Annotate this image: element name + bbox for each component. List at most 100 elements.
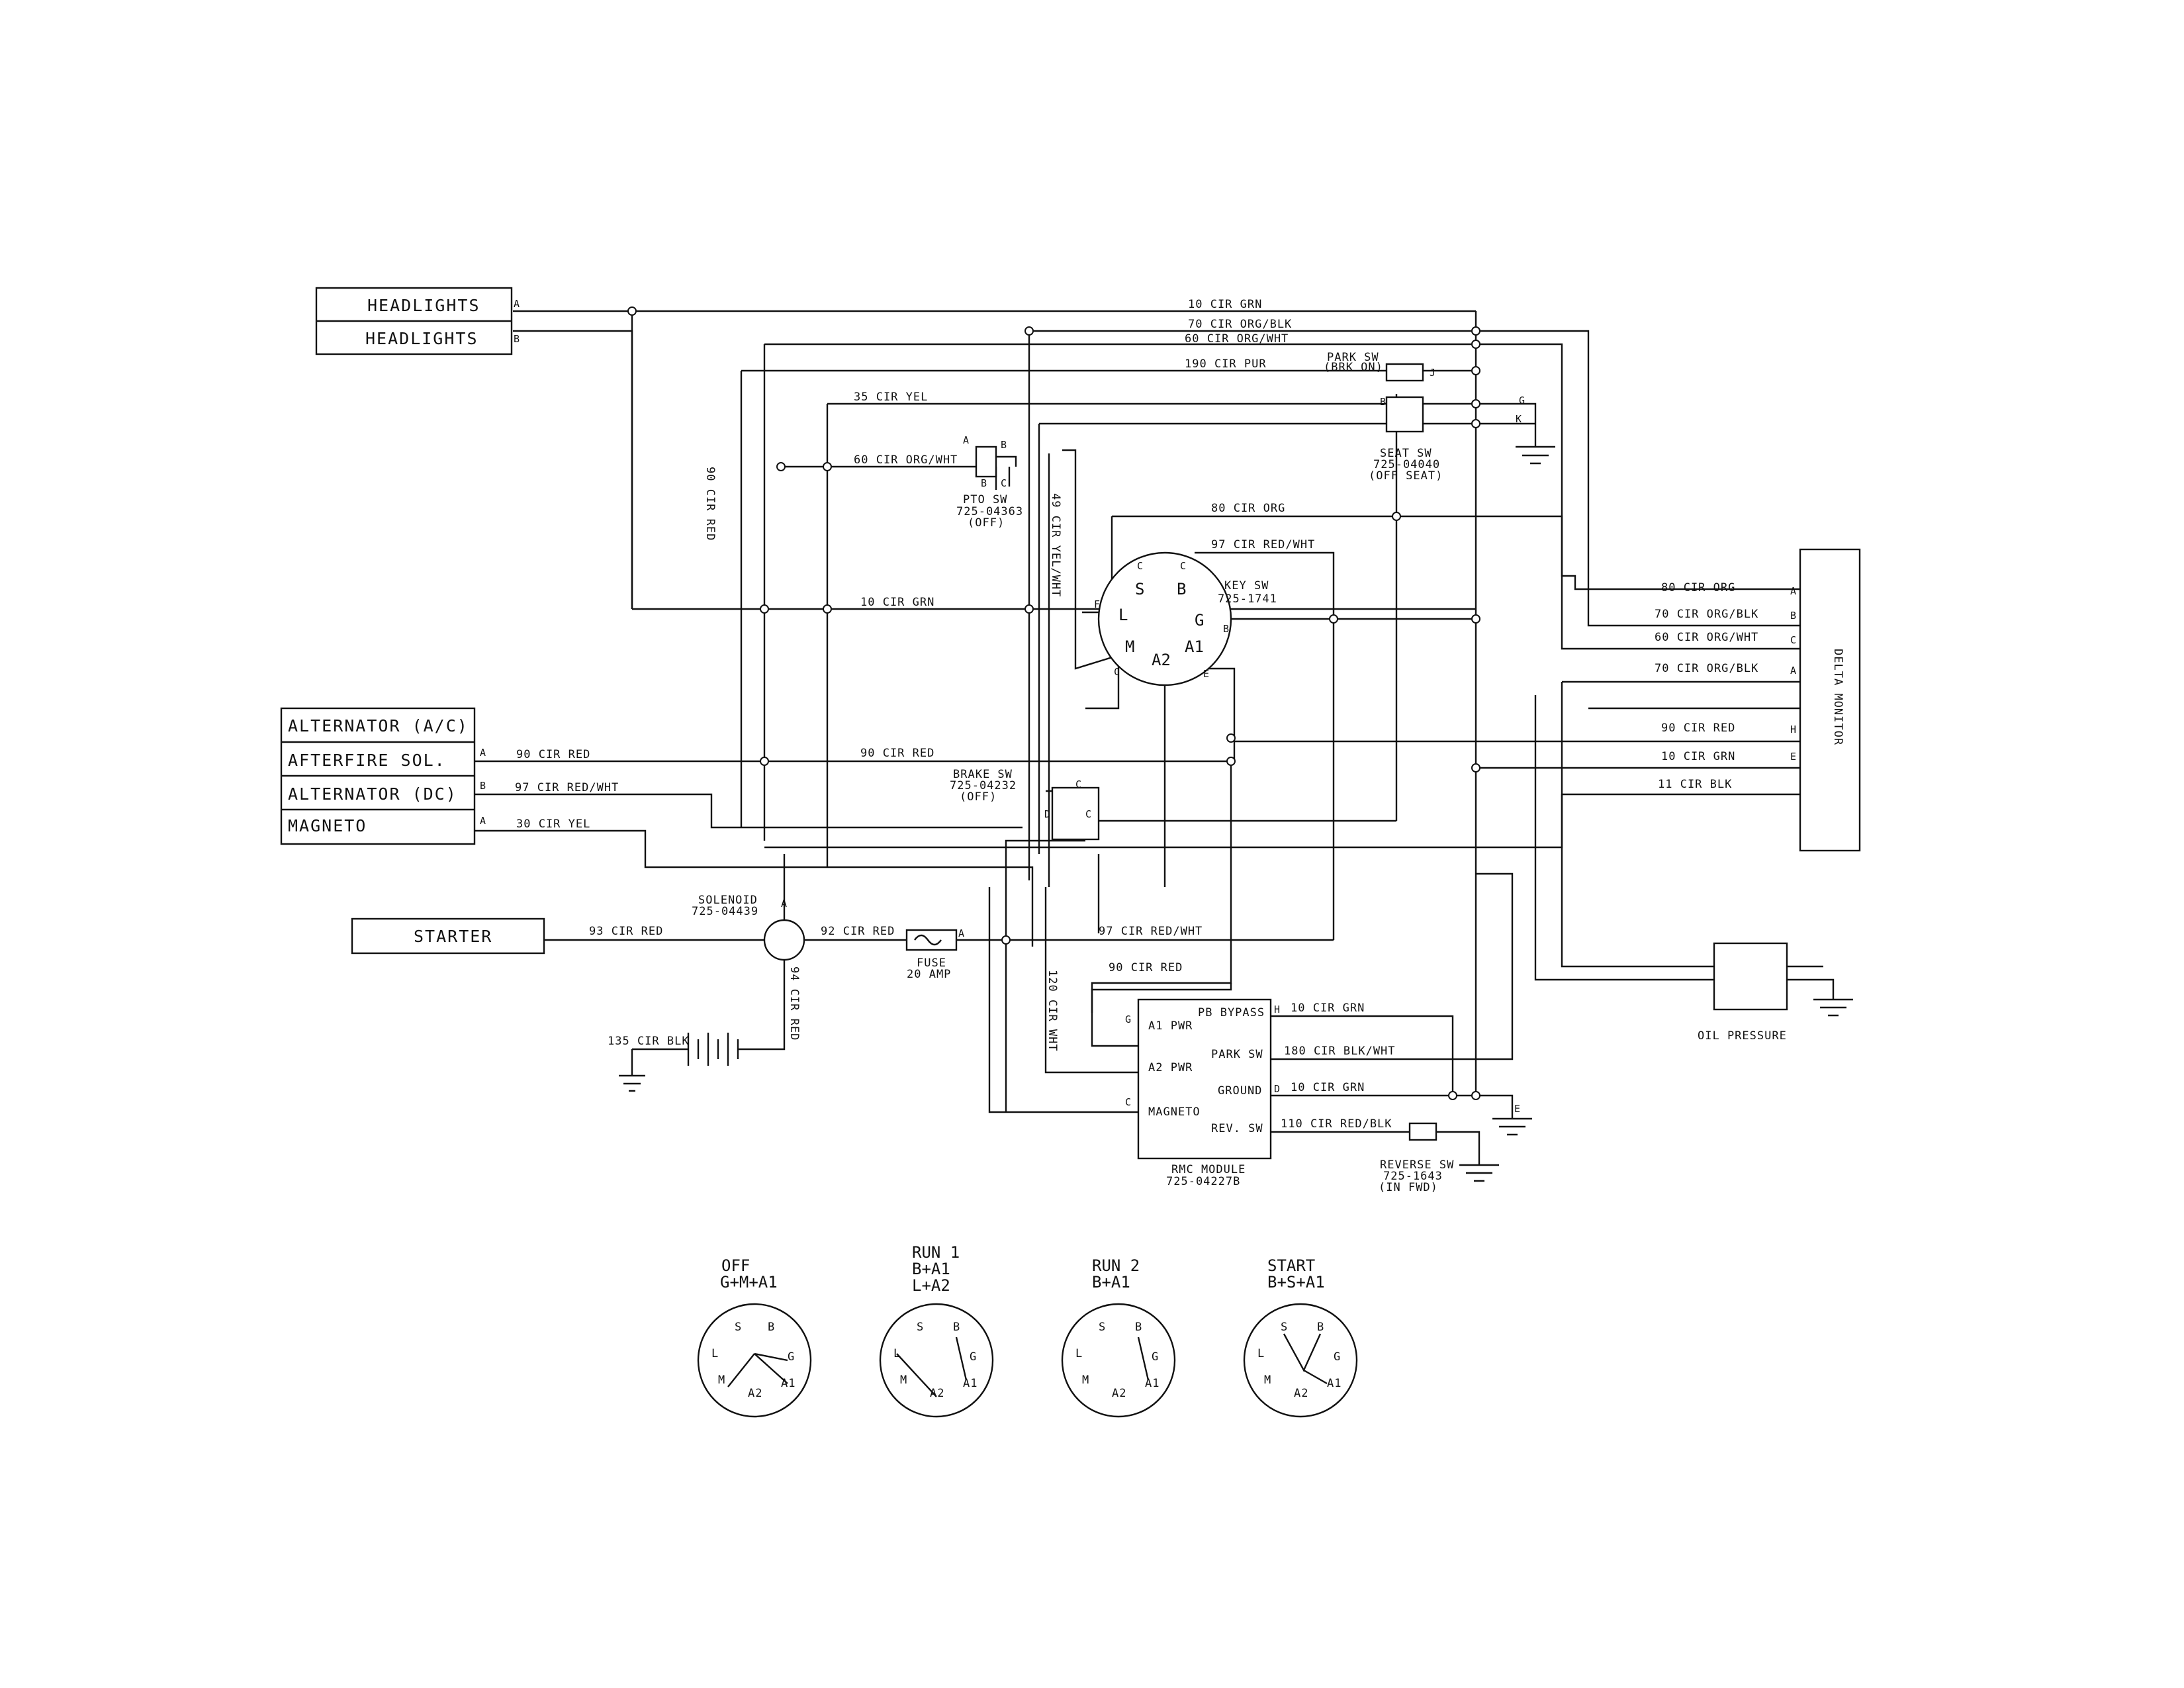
afterfire-label: AFTERFIRE SOL. [288,751,446,770]
pto-switch: A B B C PTO SW 725-04363 (OFF) [956,434,1023,530]
svg-text:A2: A2 [748,1387,762,1400]
svg-text:L+A2: L+A2 [912,1276,950,1295]
svg-text:C: C [1075,778,1081,790]
svg-text:A1: A1 [1185,637,1204,656]
svg-text:A: A [963,434,969,446]
svg-text:G: G [1152,1350,1159,1364]
rmc-module: A1 PWR A2 PWR MAGNETO PB BYPASS PARK SW … [1125,998,1520,1188]
svg-text:725-04439: 725-04439 [692,905,758,918]
svg-text:PARK SW: PARK SW [1327,351,1379,364]
svg-text:(OFF): (OFF) [968,516,1005,530]
fuse: A FUSE 20 AMP [905,927,964,981]
delta-monitor-box: DELTA MONITOR A B C A H E [1790,548,1861,852]
alternator-ac-label: ALTERNATOR (A/C) [288,716,469,735]
svg-text:120 CIR WHT: 120 CIR WHT [1046,970,1059,1052]
svg-text:G+M+A1: G+M+A1 [720,1273,778,1291]
svg-text:FUSE: FUSE [917,957,946,970]
magneto-label: MAGNETO [288,816,367,835]
svg-text:92 CIR RED: 92 CIR RED [821,925,895,938]
svg-text:PTO SW: PTO SW [963,493,1007,506]
svg-text:RMC MODULE: RMC MODULE [1171,1163,1246,1176]
svg-text:20 AMP: 20 AMP [907,968,951,981]
svg-text:10 CIR GRN: 10 CIR GRN [1291,1081,1365,1094]
svg-text:70 CIR ORG/BLK: 70 CIR ORG/BLK [1655,608,1758,621]
svg-text:10 CIR GRN: 10 CIR GRN [860,596,934,609]
svg-text:10 CIR GRN: 10 CIR GRN [1188,298,1262,311]
svg-text:G: G [1334,1350,1341,1364]
svg-text:725-04040: 725-04040 [1373,458,1440,471]
battery-icon [687,1033,739,1066]
svg-text:93 CIR RED: 93 CIR RED [589,925,663,938]
svg-text:SOLENOID: SOLENOID [698,894,758,907]
svg-text:S: S [1281,1321,1288,1334]
brake-switch: C D C BRAKE SW 725-04232 (OFF) [950,768,1100,841]
oil-pressure-label: OIL PRESSURE [1698,1029,1787,1043]
headlights-label-b: HEADLIGHTS [365,329,478,348]
starter-label: STARTER [414,927,492,946]
svg-text:725-04363: 725-04363 [956,505,1023,518]
svg-text:(IN FWD): (IN FWD) [1379,1181,1438,1194]
svg-text:KEY SW: KEY SW [1224,579,1269,592]
svg-text:M: M [1082,1374,1089,1387]
svg-text:B+A1: B+A1 [912,1260,950,1278]
svg-text:C: C [1085,808,1091,820]
wire-network [473,310,1835,1165]
svg-text:80 CIR ORG: 80 CIR ORG [1211,502,1285,515]
svg-text:725-1643: 725-1643 [1383,1170,1443,1183]
svg-text:C: C [1790,634,1796,646]
svg-text:PB BYPASS: PB BYPASS [1198,1006,1265,1019]
svg-text:E: E [1203,668,1209,680]
svg-text:BRAKE SW: BRAKE SW [953,768,1013,781]
svg-text:S: S [1135,580,1144,598]
svg-text:B: B [1317,1321,1324,1334]
svg-text:M: M [1264,1374,1271,1387]
svg-text:G: G [788,1350,795,1364]
svg-text:135 CIR BLK: 135 CIR BLK [608,1035,690,1048]
svg-text:94 CIR RED: 94 CIR RED [788,966,801,1041]
svg-text:C: C [1137,560,1143,572]
svg-text:725-04227B: 725-04227B [1166,1175,1240,1188]
svg-text:A1 PWR: A1 PWR [1148,1019,1193,1033]
svg-text:E: E [1514,1103,1520,1115]
svg-text:B: B [1001,439,1007,451]
key-switch: S B L G M A2 A1 C C F B C E KEY SW 725-1… [1094,551,1277,686]
svg-text:A2: A2 [930,1387,944,1400]
svg-text:RUN 1: RUN 1 [912,1243,960,1262]
svg-text:A: A [1790,665,1796,677]
svg-text:180 CIR BLK/WHT: 180 CIR BLK/WHT [1284,1045,1396,1058]
svg-text:B+A1: B+A1 [1092,1273,1130,1291]
svg-text:S: S [735,1321,742,1334]
svg-text:G: G [1519,395,1525,406]
svg-text:A1: A1 [1327,1377,1342,1390]
wire-labels: 10 CIR GRN 70 CIR ORG/BLK 60 CIR ORG/WHT… [515,298,1758,1131]
seat-switch: B G K SEAT SW 725-04040 (OFF SEAT) [1369,395,1525,483]
svg-text:OFF: OFF [721,1256,750,1275]
svg-text:97 CIR RED/WHT: 97 CIR RED/WHT [1099,925,1203,938]
svg-text:G: G [970,1350,977,1364]
svg-text:GROUND: GROUND [1218,1084,1262,1098]
svg-text:MAGNETO: MAGNETO [1148,1105,1201,1119]
svg-text:M: M [1125,637,1134,656]
svg-text:90 CIR RED: 90 CIR RED [516,748,590,761]
svg-text:D: D [1044,808,1050,820]
svg-text:L: L [1257,1347,1265,1360]
svg-text:B: B [1135,1321,1142,1334]
svg-text:97 CIR RED/WHT: 97 CIR RED/WHT [1211,538,1315,551]
headlights-label-a: HEADLIGHTS [367,296,480,315]
ground-symbol [619,445,1853,1182]
svg-text:C: C [1001,477,1007,489]
alternator-box: ALTERNATOR (A/C) AFTERFIRE SOL. ALTERNAT… [280,707,486,845]
svg-text:RUN 2: RUN 2 [1092,1256,1140,1275]
svg-text:725-1741: 725-1741 [1218,592,1277,606]
svg-text:B: B [1790,610,1796,622]
svg-text:S: S [917,1321,924,1334]
svg-text:PARK SW: PARK SW [1211,1048,1263,1061]
solenoid: A SOLENOID 725-04439 [692,894,805,961]
svg-text:G: G [1195,611,1204,630]
svg-text:A2: A2 [1294,1387,1308,1400]
